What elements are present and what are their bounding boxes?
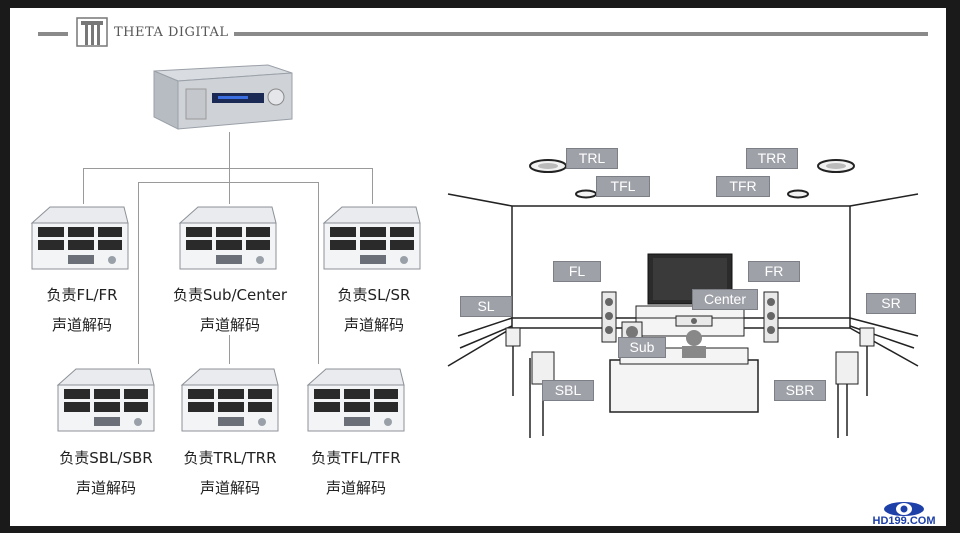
unit-caption-sub: 声道解码 [199, 479, 260, 497]
speaker-label-fl: FL [553, 261, 601, 282]
decoder-unit-icon [322, 206, 421, 270]
speaker-label-trl: TRL [566, 148, 618, 169]
decoder-unit-icon [56, 368, 155, 432]
speaker-sr-icon [859, 327, 875, 347]
eye-logo-icon [884, 502, 924, 516]
speaker-sbr-icon [835, 351, 859, 385]
speaker-label-sr: SR [866, 293, 916, 314]
wire-drop-trl [229, 335, 230, 364]
speaker-label-sbl: SBL [542, 380, 594, 401]
ceiling-speaker-tfr-icon [787, 189, 809, 199]
decoder-unit-icon [306, 368, 405, 432]
speaker-label-tfl: TFL [596, 176, 650, 197]
theta-logo-icon [76, 17, 108, 47]
room-illustration [447, 159, 919, 438]
speaker-label-fr: FR [748, 261, 800, 282]
speaker-sl-icon [505, 327, 521, 347]
decoder-unit-icon [178, 206, 277, 270]
unit-caption: 负责TFL/TFR [311, 449, 401, 467]
unit-caption-sub: 声道解码 [199, 316, 260, 334]
speaker-label-sub: Sub [618, 337, 666, 358]
unit-caption: 负责SBL/SBR [59, 449, 153, 467]
unit-caption: 负责FL/FR [46, 286, 118, 304]
wire-inner-bus [138, 182, 318, 183]
master-processor-icon [153, 64, 293, 130]
unit-caption: 负责Sub/Center [172, 286, 288, 304]
listener-icon [686, 330, 702, 346]
unit-caption: 负责SL/SR [337, 286, 411, 304]
speaker-label-tfr: TFR [716, 176, 770, 197]
speaker-label-sl: SL [460, 296, 512, 317]
watermark: HD199.COM [862, 501, 946, 526]
unit-caption-sub: 声道解码 [75, 479, 136, 497]
unit-caption-sub: 声道解码 [325, 479, 386, 497]
speaker-label-center: Center [692, 289, 758, 310]
decoder-unit-icon [180, 368, 279, 432]
speaker-label-sbr: SBR [774, 380, 826, 401]
wire-drop-fl [83, 168, 84, 204]
decoder-unit-icon [30, 206, 129, 270]
header-rule-right [234, 32, 928, 36]
slide: THETA DIGITAL 负 [10, 8, 946, 526]
wire-trunk [229, 132, 230, 168]
brand-name: THETA DIGITAL [114, 24, 229, 40]
unit-caption-sub: 声道解码 [51, 316, 112, 334]
ceiling-speaker-tfl-icon [575, 189, 597, 199]
unit-caption: 负责TRL/TRR [183, 449, 277, 467]
wire-top-bus [83, 168, 373, 169]
watermark-text: HD199.COM [872, 515, 936, 526]
sofa-icon [609, 359, 759, 413]
wire-drop-sl [372, 168, 373, 204]
header-rule-left [38, 32, 68, 36]
wire-drop-center [229, 168, 230, 204]
unit-caption-sub: 声道解码 [343, 316, 404, 334]
wire-drop-sbl [138, 182, 139, 364]
speaker-label-trr: TRR [746, 148, 798, 169]
wire-drop-tfl [318, 182, 319, 364]
brand: THETA DIGITAL [76, 17, 229, 47]
